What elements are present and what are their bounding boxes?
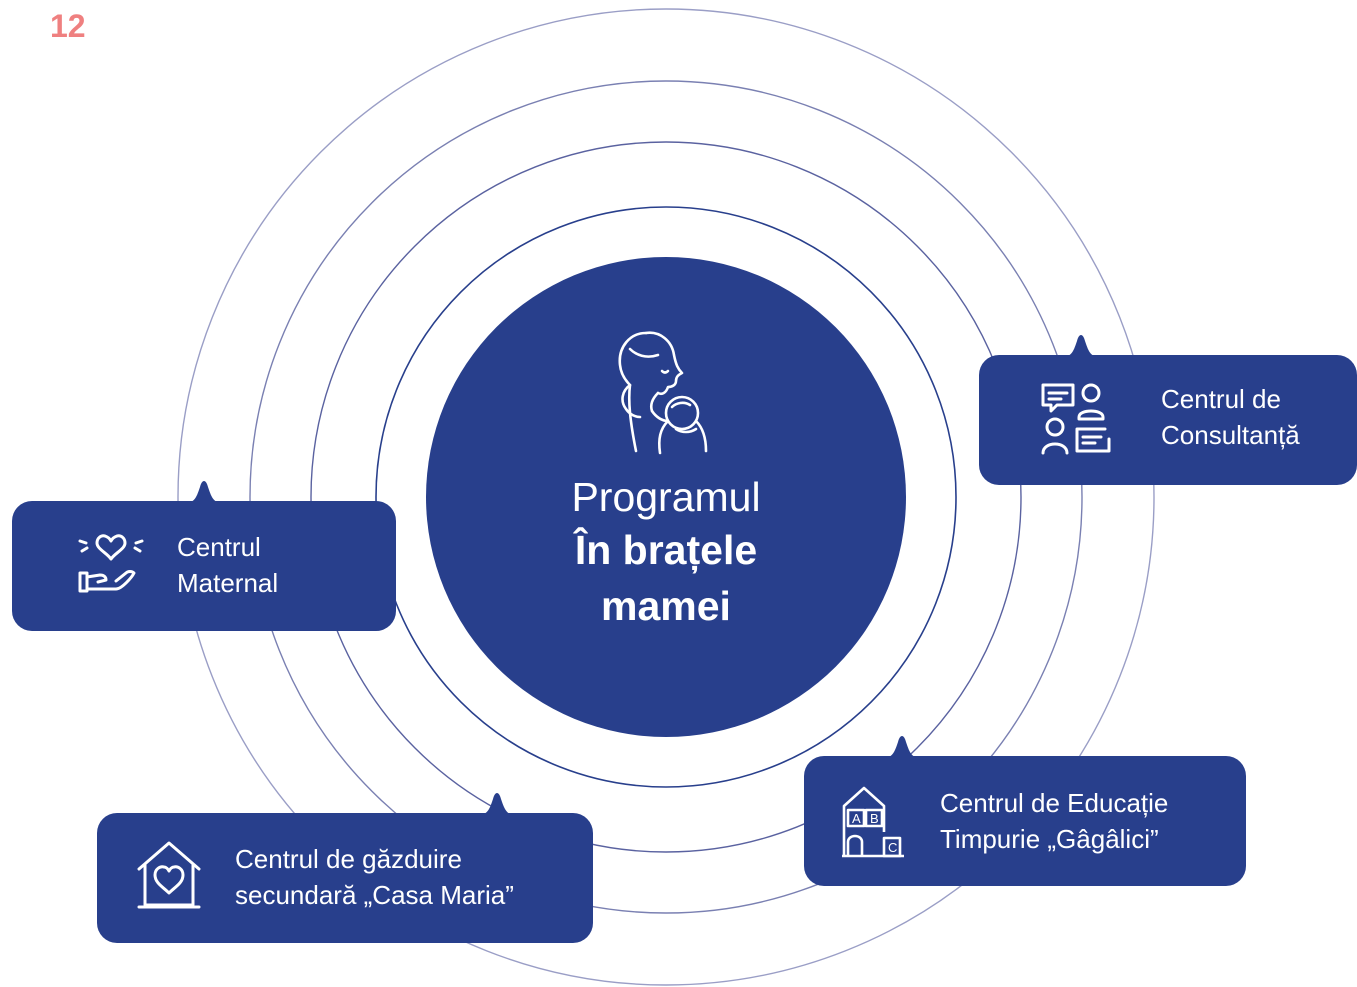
house-heart-icon xyxy=(137,841,201,909)
ring-2 xyxy=(310,141,1022,853)
center-box-maternal: Centrul Maternal xyxy=(12,481,396,631)
mother-baby-icon xyxy=(618,331,708,455)
center-box-educatie-line1: Centrul de Educație xyxy=(940,788,1169,818)
abc-blocks-icon: A B C xyxy=(842,786,904,858)
consultation-people-icon xyxy=(1041,383,1111,455)
center-box-educatie-label: Centrul de Educație Timpurie „Gâgâlici” xyxy=(940,785,1168,857)
center-box-educatie-line2: Timpurie „Gâgâlici” xyxy=(940,824,1159,854)
center-box-maternal-line2: Maternal xyxy=(177,568,279,598)
center-box-maternal-line1: Centrul xyxy=(177,532,261,562)
center-box-consultanta: Centrul de Consultanță xyxy=(979,335,1357,485)
center-box-consultanta-line1: Centrul de xyxy=(1161,384,1281,414)
ring-3 xyxy=(249,80,1083,914)
program-title-line3: mamei xyxy=(601,583,731,629)
box-pointer xyxy=(882,736,922,758)
svg-text:A: A xyxy=(852,811,861,826)
center-box-gazduire: Centrul de găzduire secundară „Casa Mari… xyxy=(97,793,593,943)
program-title-line2: În brațele xyxy=(574,527,758,573)
center-box-consultanta-label: Centrul de Consultanță xyxy=(1161,381,1300,453)
center-box-consultanta-line2: Consultanță xyxy=(1161,420,1300,450)
svg-text:C: C xyxy=(888,840,897,855)
center-box-gazduire-line1: Centrul de găzduire xyxy=(235,844,462,874)
center-box-gazduire-label: Centrul de găzduire secundară „Casa Mari… xyxy=(235,841,514,913)
heart-hand-icon xyxy=(78,534,144,593)
ring-4 xyxy=(177,8,1155,986)
center-box-educatie: A B C Centrul de Educație Timpurie „Gâgâ… xyxy=(804,736,1246,886)
page-number: 12 xyxy=(50,8,86,44)
center-box-maternal-label: Centrul Maternal xyxy=(177,529,278,601)
program-title: Programul În brațele mamei xyxy=(426,472,906,634)
box-pointer xyxy=(1061,335,1101,357)
box-pointer xyxy=(184,481,224,503)
center-box-gazduire-line2: secundară „Casa Maria” xyxy=(235,880,514,910)
central-circle xyxy=(426,257,906,737)
svg-text:B: B xyxy=(870,811,879,826)
program-title-line1: Programul xyxy=(571,474,761,520)
box-pointer xyxy=(477,793,517,815)
ring-1 xyxy=(375,206,957,788)
